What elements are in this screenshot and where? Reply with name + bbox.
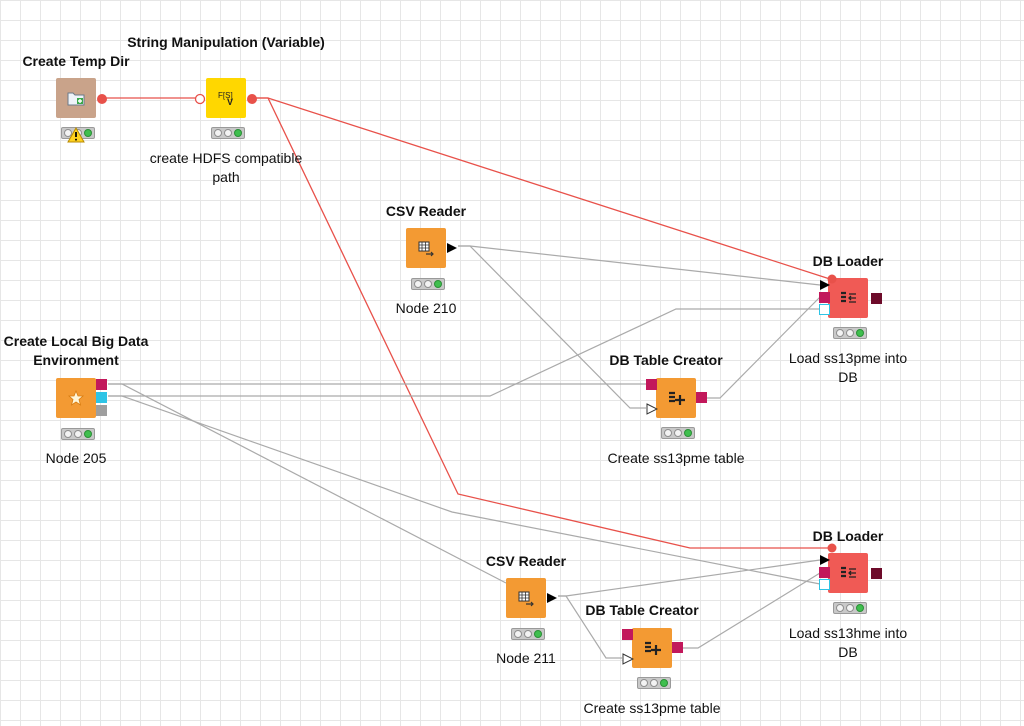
table-arrow-icon [518, 591, 534, 607]
node-caption: Load ss13pme into DB [788, 350, 908, 385]
node-body[interactable] [506, 578, 546, 618]
node-body[interactable] [406, 228, 446, 268]
db-plus-icon [645, 641, 661, 655]
node-title: DB Loader [812, 528, 884, 544]
flowvar-in-port[interactable] [827, 543, 837, 553]
file-in-port[interactable] [819, 579, 830, 590]
data-out-port[interactable] [446, 242, 458, 254]
node-caption: create HDFS compatible path [149, 150, 303, 185]
db-load-icon [841, 566, 856, 578]
status-indicator [833, 602, 867, 614]
data-edge-csv2-to-dbtablecreator2[interactable] [558, 595, 622, 659]
data-in-port[interactable] [819, 554, 831, 566]
db-in-port[interactable] [819, 567, 830, 578]
data-edge-tablecreator2-to-dbloader2[interactable] [682, 572, 821, 649]
node-body[interactable] [56, 78, 96, 118]
data-edge-tablecreator1-to-dbloader1[interactable] [706, 296, 821, 399]
hdfs-out-port[interactable] [96, 392, 107, 403]
status-indicator [661, 427, 695, 439]
node-caption: Node 211 [496, 650, 556, 666]
flowvar-out-port[interactable] [246, 93, 258, 105]
svg-text:V: V [227, 97, 233, 107]
star-icon [67, 389, 85, 406]
data-in-port[interactable] [819, 279, 831, 291]
data-in-port[interactable] [622, 653, 634, 665]
node-title: DB Table Creator [585, 602, 699, 618]
node-body[interactable] [828, 278, 868, 318]
db-in-port[interactable] [819, 292, 830, 303]
status-indicator [211, 127, 245, 139]
db-session-in-port[interactable] [622, 629, 633, 640]
node-body[interactable] [656, 378, 696, 418]
spark-out-port[interactable] [96, 405, 107, 416]
node-caption: Create ss13pme table [607, 450, 745, 466]
db-session-in-port[interactable] [646, 379, 657, 390]
node-title: String Manipulation (Variable) [127, 34, 325, 50]
data-edge-bigdata-to-csvreader2[interactable] [108, 383, 507, 584]
data-in-port[interactable] [646, 403, 658, 415]
node-caption: Load ss13hme into DB [788, 625, 908, 660]
folder-plus-icon [67, 92, 85, 106]
node-title: CSV Reader [485, 553, 567, 569]
db-out-port[interactable] [672, 642, 683, 653]
flowvar-in-port[interactable] [194, 93, 206, 105]
node-title: DB Table Creator [609, 352, 723, 368]
status-indicator [637, 677, 671, 689]
status-indicator [61, 428, 95, 440]
node-body[interactable] [632, 628, 672, 668]
node-body[interactable] [56, 378, 96, 418]
warning-icon [67, 127, 85, 143]
data-edge-bigdata-to-dbloader2-db[interactable] [108, 395, 821, 585]
data-edge-csv1-to-dbtablecreator1[interactable] [458, 245, 646, 409]
flowvar-in-port[interactable] [827, 274, 837, 284]
db-out-port[interactable] [871, 293, 882, 304]
node-caption: Node 210 [395, 300, 457, 316]
db-out-port[interactable] [871, 568, 882, 579]
db-session-out-port[interactable] [96, 379, 107, 390]
table-arrow-icon [418, 241, 434, 257]
db-out-port[interactable] [696, 392, 707, 403]
node-caption: Create ss13pme table [583, 700, 721, 716]
db-plus-icon [669, 391, 685, 405]
file-in-port[interactable] [819, 304, 830, 315]
db-load-icon [841, 291, 856, 303]
status-indicator [411, 278, 445, 290]
node-title: CSV Reader [385, 203, 467, 219]
node-title: DB Loader [812, 253, 884, 269]
node-title: Create Local Big Data Environment [3, 333, 149, 368]
svg-text:F[S]: F[S] [218, 91, 233, 100]
flowvar-out-port[interactable] [96, 93, 108, 105]
flowvar-edge-stringmanip-to-dbloader2[interactable] [252, 97, 833, 549]
node-body[interactable] [828, 553, 868, 593]
data-out-port[interactable] [546, 592, 558, 604]
data-edge-bigdata-to-dbloader1-db[interactable] [108, 308, 820, 397]
flowvar-edge-stringmanip-to-dbloader1[interactable] [252, 97, 834, 281]
node-caption: Node 205 [45, 450, 107, 466]
node-body[interactable]: F[S] V [206, 78, 246, 118]
node-title: Create Temp Dir [22, 53, 130, 69]
status-indicator [833, 327, 867, 339]
string-formula-icon: F[S] V [218, 91, 233, 107]
status-indicator [511, 628, 545, 640]
